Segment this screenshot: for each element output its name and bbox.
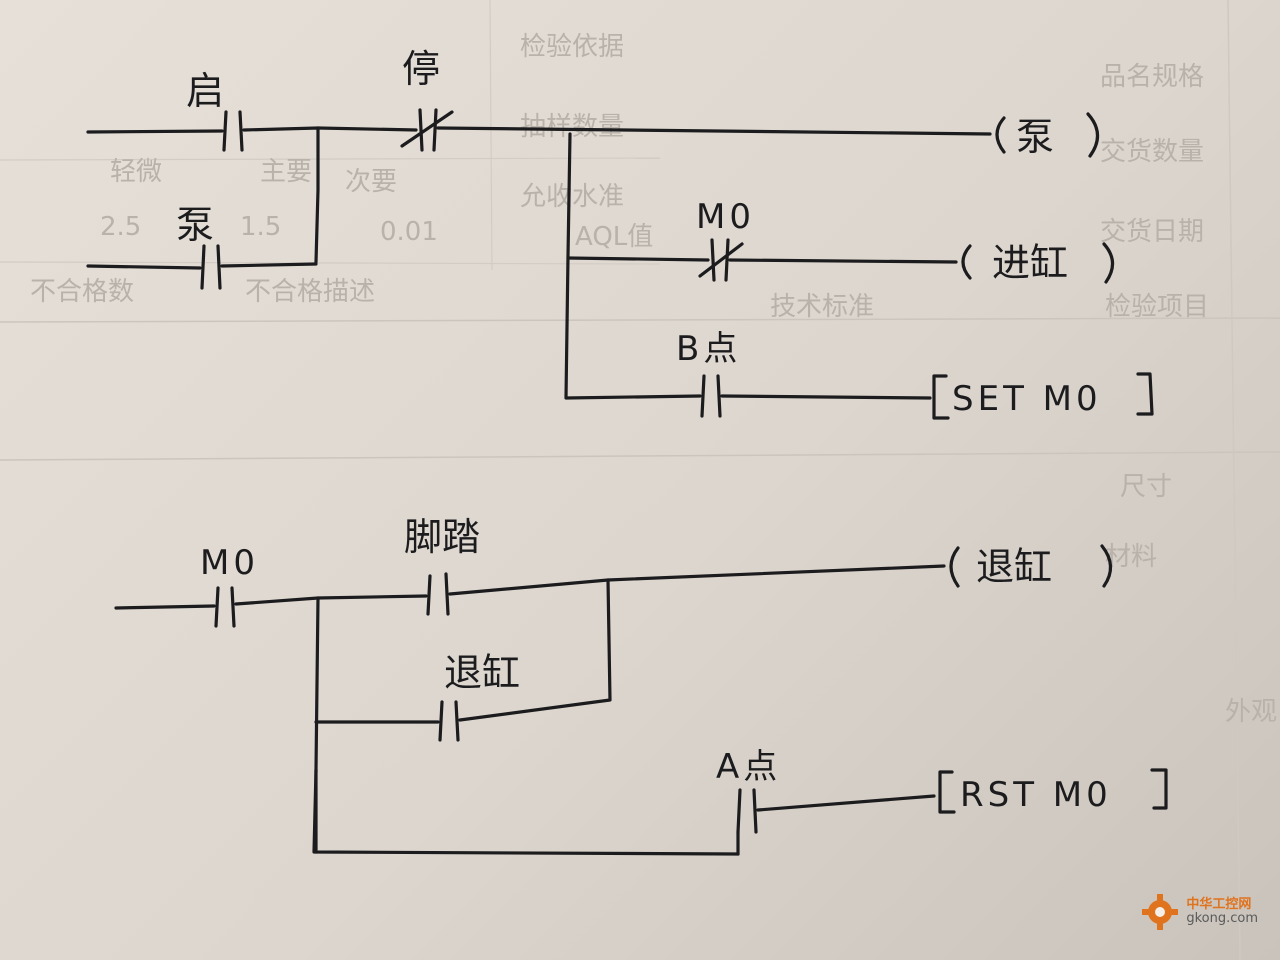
rung-2: M0 脚踏 退缸 退缸 A点 [114,515,1168,856]
bleed-item: 交货数量 [1100,137,1204,167]
bleed-item: 不合格描述 [245,277,375,307]
advance-coil-label: 进缸 [992,241,1068,285]
m0-nc-contact [698,238,744,282]
bleed-item: 次要 [345,167,397,197]
rung1-wire [86,129,224,134]
start-label: 启 [186,69,224,113]
rung2-m0-label: M0 [200,543,259,583]
b-point-label: B点 [676,329,741,369]
bleed-item: 检验依据 [520,32,624,62]
pedal-contact [426,572,450,616]
set-instruction-text: SET M0 [952,379,1102,419]
retract-seal-contact [438,700,460,742]
a-point-label: A点 [716,747,781,787]
watermark-name: 中华工控网 [1186,896,1252,912]
bleed-item: 允收水准 [520,182,624,212]
pump-coil: 泵 [995,112,1100,159]
m0-contact-label: M0 [696,197,755,237]
rung2-branch-wire [458,578,612,722]
bleed-item: 不合格数 [30,277,134,307]
bleed-item: 轻微 [110,157,162,187]
bleed-item: 尺寸 [1120,472,1172,502]
seal-branch-wire [86,264,202,270]
seal-branch-wire [220,262,318,268]
rung2-wire [448,564,946,596]
bleed-item: 抽样数量 [520,112,624,142]
bleed-item: 检验项目 [1105,292,1209,322]
bleed-item: 主要 [260,157,312,187]
rung2-branch-wire [756,794,936,812]
bleed-item: 交货日期 [1100,217,1204,247]
rung-1: 泵 启 泵 停 M0 进缸 B点 [86,47,1154,420]
bleed-item: AQL值 [575,222,653,252]
m0-no-contact [214,586,236,628]
rung2-wire [114,604,216,610]
bleed-item: 外观 [1225,697,1277,727]
rung1-branch-wire [566,256,710,262]
rung1-wire [242,126,320,264]
bleed-item: 0.01 [380,217,438,247]
set-instruction: SET M0 [932,372,1154,420]
stop-label: 停 [402,47,440,91]
retract-coil-label: 退缸 [976,545,1052,589]
b-point-contact [700,374,722,418]
bleed-item: 1.5 [240,212,281,242]
watermark-url: gkong.com [1186,911,1258,926]
rst-instruction-text: RST M0 [960,775,1112,815]
rung1-branch-wire [564,132,702,400]
retract-coil: 退缸 [949,544,1113,589]
bleed-through-text: 检验依据 品名规格 交货数量 交货日期 抽样数量 允收水准 AQL值 主要 次要… [30,32,1277,727]
stop-contact [400,108,454,152]
rung1-wire [436,126,992,136]
rung2-wire [234,594,428,606]
bleed-item: 品名规格 [1100,62,1204,92]
pump-coil-label: 泵 [1016,115,1054,159]
bleed-item: 技术标准 [770,292,874,322]
rst-instruction: RST M0 [938,768,1168,815]
seal-label: 泵 [176,203,214,247]
rung1-branch-wire [728,258,958,264]
rung1-wire [316,126,418,132]
a-point-contact [736,788,758,834]
watermark: 中华工控网 gkong.com [1140,892,1258,932]
seal-contact [200,244,222,290]
bleed-item: 2.5 [100,212,141,242]
start-contact [222,110,244,152]
advance-coil: 进缸 [961,241,1115,285]
rung2-branch-wire [312,596,740,856]
rung1-branch-wire [720,394,932,400]
retract-seal-label: 退缸 [444,651,520,695]
gear-icon [1142,894,1179,930]
bleed-item: 材料 [1105,542,1157,572]
pedal-label: 脚踏 [404,515,480,559]
